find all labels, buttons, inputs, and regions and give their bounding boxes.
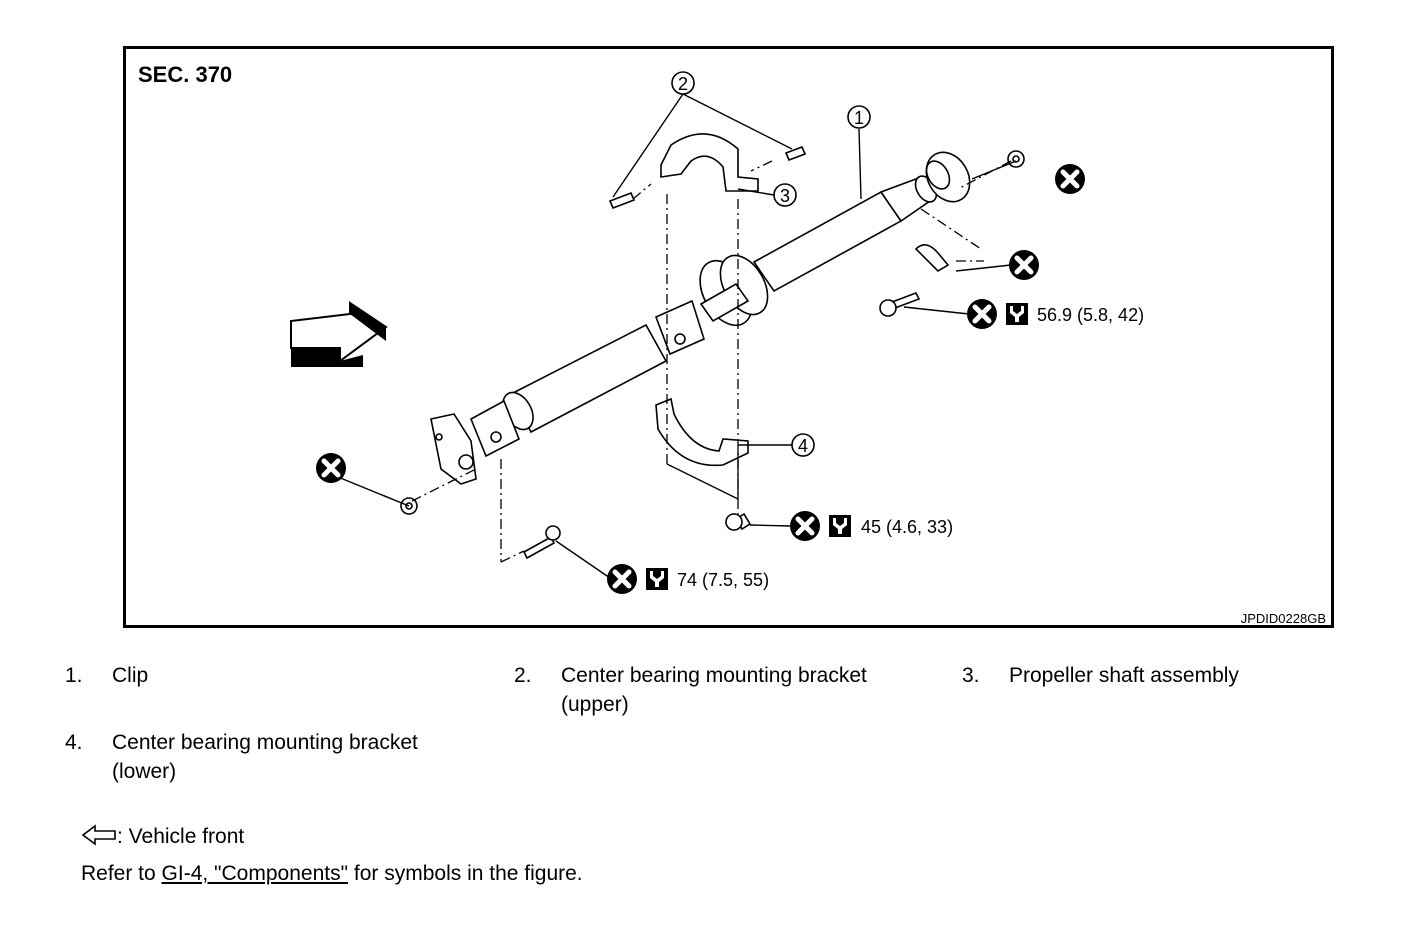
- torque-wrench-icon: [829, 515, 851, 537]
- svg-text:2: 2: [678, 74, 688, 94]
- figure-code: JPDID0228GB: [1241, 611, 1326, 625]
- vehicle-front-label: : Vehicle front: [117, 825, 245, 848]
- do-not-reuse-icon: [316, 453, 346, 483]
- svg-text:3: 3: [780, 186, 790, 206]
- vehicle-front-arrow-icon: [290, 301, 388, 367]
- bracket-guide-lines: [666, 449, 739, 500]
- reference-prefix: Refer to: [81, 862, 162, 885]
- legend-text: Center bearing mounting bracket (lower): [112, 731, 418, 783]
- legend-number: 2.: [514, 664, 532, 687]
- lower-bracket-drawing: [655, 397, 749, 467]
- symbols-reference-note: Refer to GI-4, "Components" for symbols …: [81, 860, 583, 888]
- do-not-reuse-icon: [1009, 250, 1039, 280]
- callout-3: 3: [773, 183, 797, 207]
- propeller-shaft-drawing: [430, 151, 971, 485]
- do-not-reuse-icon: [790, 511, 820, 541]
- torque-wrench-icon: [646, 568, 668, 590]
- legend-number: 4.: [65, 731, 83, 754]
- do-not-reuse-icon: [967, 299, 997, 329]
- svg-text:4: 4: [798, 436, 808, 456]
- svg-text:1: 1: [854, 108, 864, 128]
- legend-text: Clip: [112, 664, 149, 687]
- reference-suffix: for symbols in the figure.: [348, 862, 583, 885]
- callout-2: 2: [671, 71, 695, 95]
- legend-text: Center bearing mounting bracket (upper): [561, 664, 867, 716]
- do-not-reuse-icon: [607, 564, 637, 594]
- callout-4: 4: [791, 433, 815, 457]
- components-link[interactable]: GI-4, "Components": [161, 862, 349, 885]
- torque-spec-upper: 56.9 (5.8, 42): [1037, 305, 1144, 325]
- legend-number: 1.: [65, 664, 83, 687]
- torque-wrench-icon: [1006, 303, 1028, 325]
- figure-drawing: SEC. 370: [138, 62, 1326, 625]
- assembly-lines: [411, 160, 1012, 563]
- torque-spec-flange: 74 (7.5, 55): [677, 570, 769, 590]
- callout-1: 1: [847, 105, 871, 129]
- upper-bracket-drawing: [608, 133, 807, 210]
- do-not-reuse-icon: [1055, 164, 1085, 194]
- torque-spec-bracket: 45 (4.6, 33): [861, 517, 953, 537]
- fastener-drawings: [400, 150, 1025, 560]
- legend-text: Propeller shaft assembly: [1009, 664, 1239, 687]
- section-label: SEC. 370: [138, 62, 232, 87]
- vehicle-front-note: : Vehicle front: [81, 823, 244, 851]
- legend-number: 3.: [962, 664, 980, 687]
- callout-leaders: [337, 93, 1017, 579]
- vehicle-front-arrow-icon: [81, 824, 116, 846]
- exploded-view-figure: SEC. 370: [123, 46, 1334, 628]
